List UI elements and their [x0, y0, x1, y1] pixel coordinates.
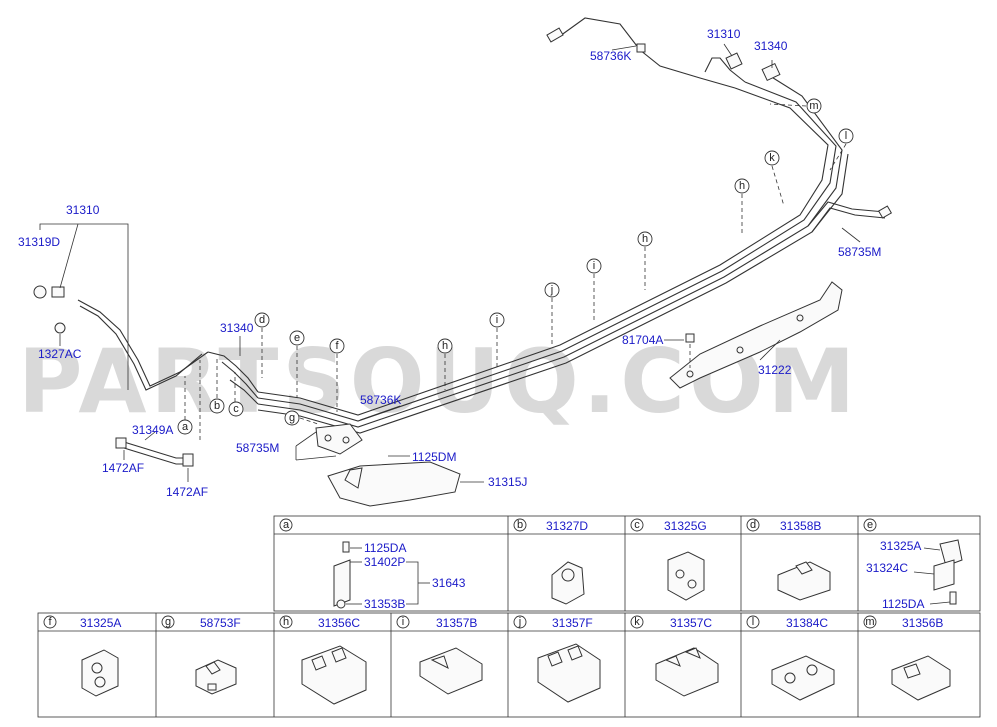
cell-l-picture [771, 655, 835, 701]
cell-c-part: 31325G [664, 519, 707, 533]
label-81704a: 81704A [622, 333, 663, 347]
cell-e-1125da: 1125DA [882, 597, 924, 611]
pipe-fittings [33, 27, 893, 334]
cell-h-letter: h [283, 616, 289, 628]
cell-d-letter: d [750, 519, 756, 531]
label-58735m-mid: 58735M [236, 441, 279, 455]
marker-i2: i [593, 260, 595, 272]
dashed-pointers [184, 103, 847, 440]
cell-j-letter: j [518, 616, 521, 628]
letter-markers: a b c d e f g h i j i h h k l m [177, 98, 854, 435]
cell-f-part: 31325A [80, 616, 121, 630]
cell-h-part: 31356C [318, 616, 360, 630]
marker-e: e [294, 332, 300, 344]
cell-g-letter: g [165, 616, 171, 628]
cell-g-part: 58753F [200, 616, 241, 630]
label-31349a: 31349A [132, 423, 173, 437]
label-58736k-mid: 58736K [360, 393, 401, 407]
marker-h3: h [739, 180, 745, 192]
marker-l: l [845, 130, 847, 142]
label-31340-top: 31340 [754, 39, 788, 53]
marker-h2: h [642, 233, 648, 245]
cell-e-content: 31325A 31324C 1125DA [866, 539, 963, 611]
cell-l-part: 31384C [786, 616, 828, 630]
cell-f-picture [81, 649, 119, 697]
marker-g: g [289, 412, 295, 424]
cell-i-letter: i [402, 616, 404, 628]
label-1472af-a: 1472AF [102, 461, 144, 475]
label-31340-mid: 31340 [220, 321, 254, 335]
cell-a-letter: a [283, 519, 290, 531]
cell-e-31324c: 31324C [866, 561, 908, 575]
marker-f: f [335, 340, 339, 352]
label-31319d: 31319D [18, 235, 60, 249]
cell-i-picture [419, 647, 483, 695]
cell-b-picture [551, 561, 585, 605]
cell-a-31353b: 31353B [364, 597, 405, 611]
cell-f-letter: f [48, 616, 52, 628]
cell-m-part: 31356B [902, 616, 943, 630]
label-58735m-right: 58735M [838, 245, 881, 259]
cell-a-31402p: 31402P [364, 555, 405, 569]
label-1125dm: 1125DM [412, 450, 456, 464]
cell-a-31643: 31643 [432, 576, 466, 590]
marker-b: b [214, 400, 220, 412]
detail-row2-headers: f 31325A g 58753F h 31356C i 31357B j 31… [43, 615, 943, 630]
cell-j-part: 31357F [552, 616, 593, 630]
detail-row1-headers: a b 31327D c 31325G d 31358B e [279, 518, 877, 533]
label-31222: 31222 [758, 363, 792, 377]
pipe-bundle [77, 17, 886, 434]
label-31310-top: 31310 [707, 27, 741, 41]
label-31310-left: 31310 [66, 203, 100, 217]
cell-l-letter: l [752, 616, 754, 628]
label-1327ac: 1327AC [38, 347, 82, 361]
cell-k-part: 31357C [670, 616, 712, 630]
cell-e-31325a: 31325A [880, 539, 921, 553]
cell-e-letter: e [867, 519, 873, 531]
marker-k: k [769, 152, 775, 164]
bracket-31222 [669, 281, 843, 389]
marker-d: d [259, 314, 265, 326]
cell-j-picture [537, 643, 601, 703]
cell-b-letter: b [517, 519, 523, 531]
cell-i-part: 31357B [436, 616, 477, 630]
part-labels: 31310 31340 58736K 58735M 31222 81704A 3… [18, 27, 881, 499]
label-58736k-top: 58736K [590, 49, 631, 63]
cell-k-picture [655, 647, 719, 697]
leader-lines [39, 43, 861, 483]
marker-c: c [233, 403, 239, 415]
marker-j: j [550, 284, 553, 296]
cell-d-picture [777, 561, 831, 601]
cell-k-letter: k [634, 616, 640, 628]
cell-h-picture [301, 645, 367, 705]
cell-g-picture [195, 659, 237, 695]
bracket-58735M [315, 423, 363, 455]
marker-m: m [809, 100, 818, 112]
cell-m-picture [891, 655, 951, 701]
bolt-81704A [685, 333, 695, 368]
detail-table [37, 515, 981, 718]
marker-h1: h [442, 340, 448, 352]
cell-b-part: 31327D [546, 519, 588, 533]
marker-i1: i [496, 314, 498, 326]
cell-a-1125da: 1125DA [364, 541, 406, 555]
cell-c-picture [667, 551, 705, 601]
cell-m-letter: m [865, 616, 874, 628]
cell-d-part: 31358B [780, 519, 821, 533]
bracket-31315J [327, 461, 461, 507]
cell-a-content: 1125DA 31402P 31353B 31643 [333, 541, 466, 611]
label-31315j: 31315J [488, 475, 527, 489]
hose-31349A [115, 437, 194, 467]
cell-c-letter: c [634, 519, 640, 531]
label-1472af-b: 1472AF [166, 485, 208, 499]
marker-a: a [182, 421, 189, 433]
